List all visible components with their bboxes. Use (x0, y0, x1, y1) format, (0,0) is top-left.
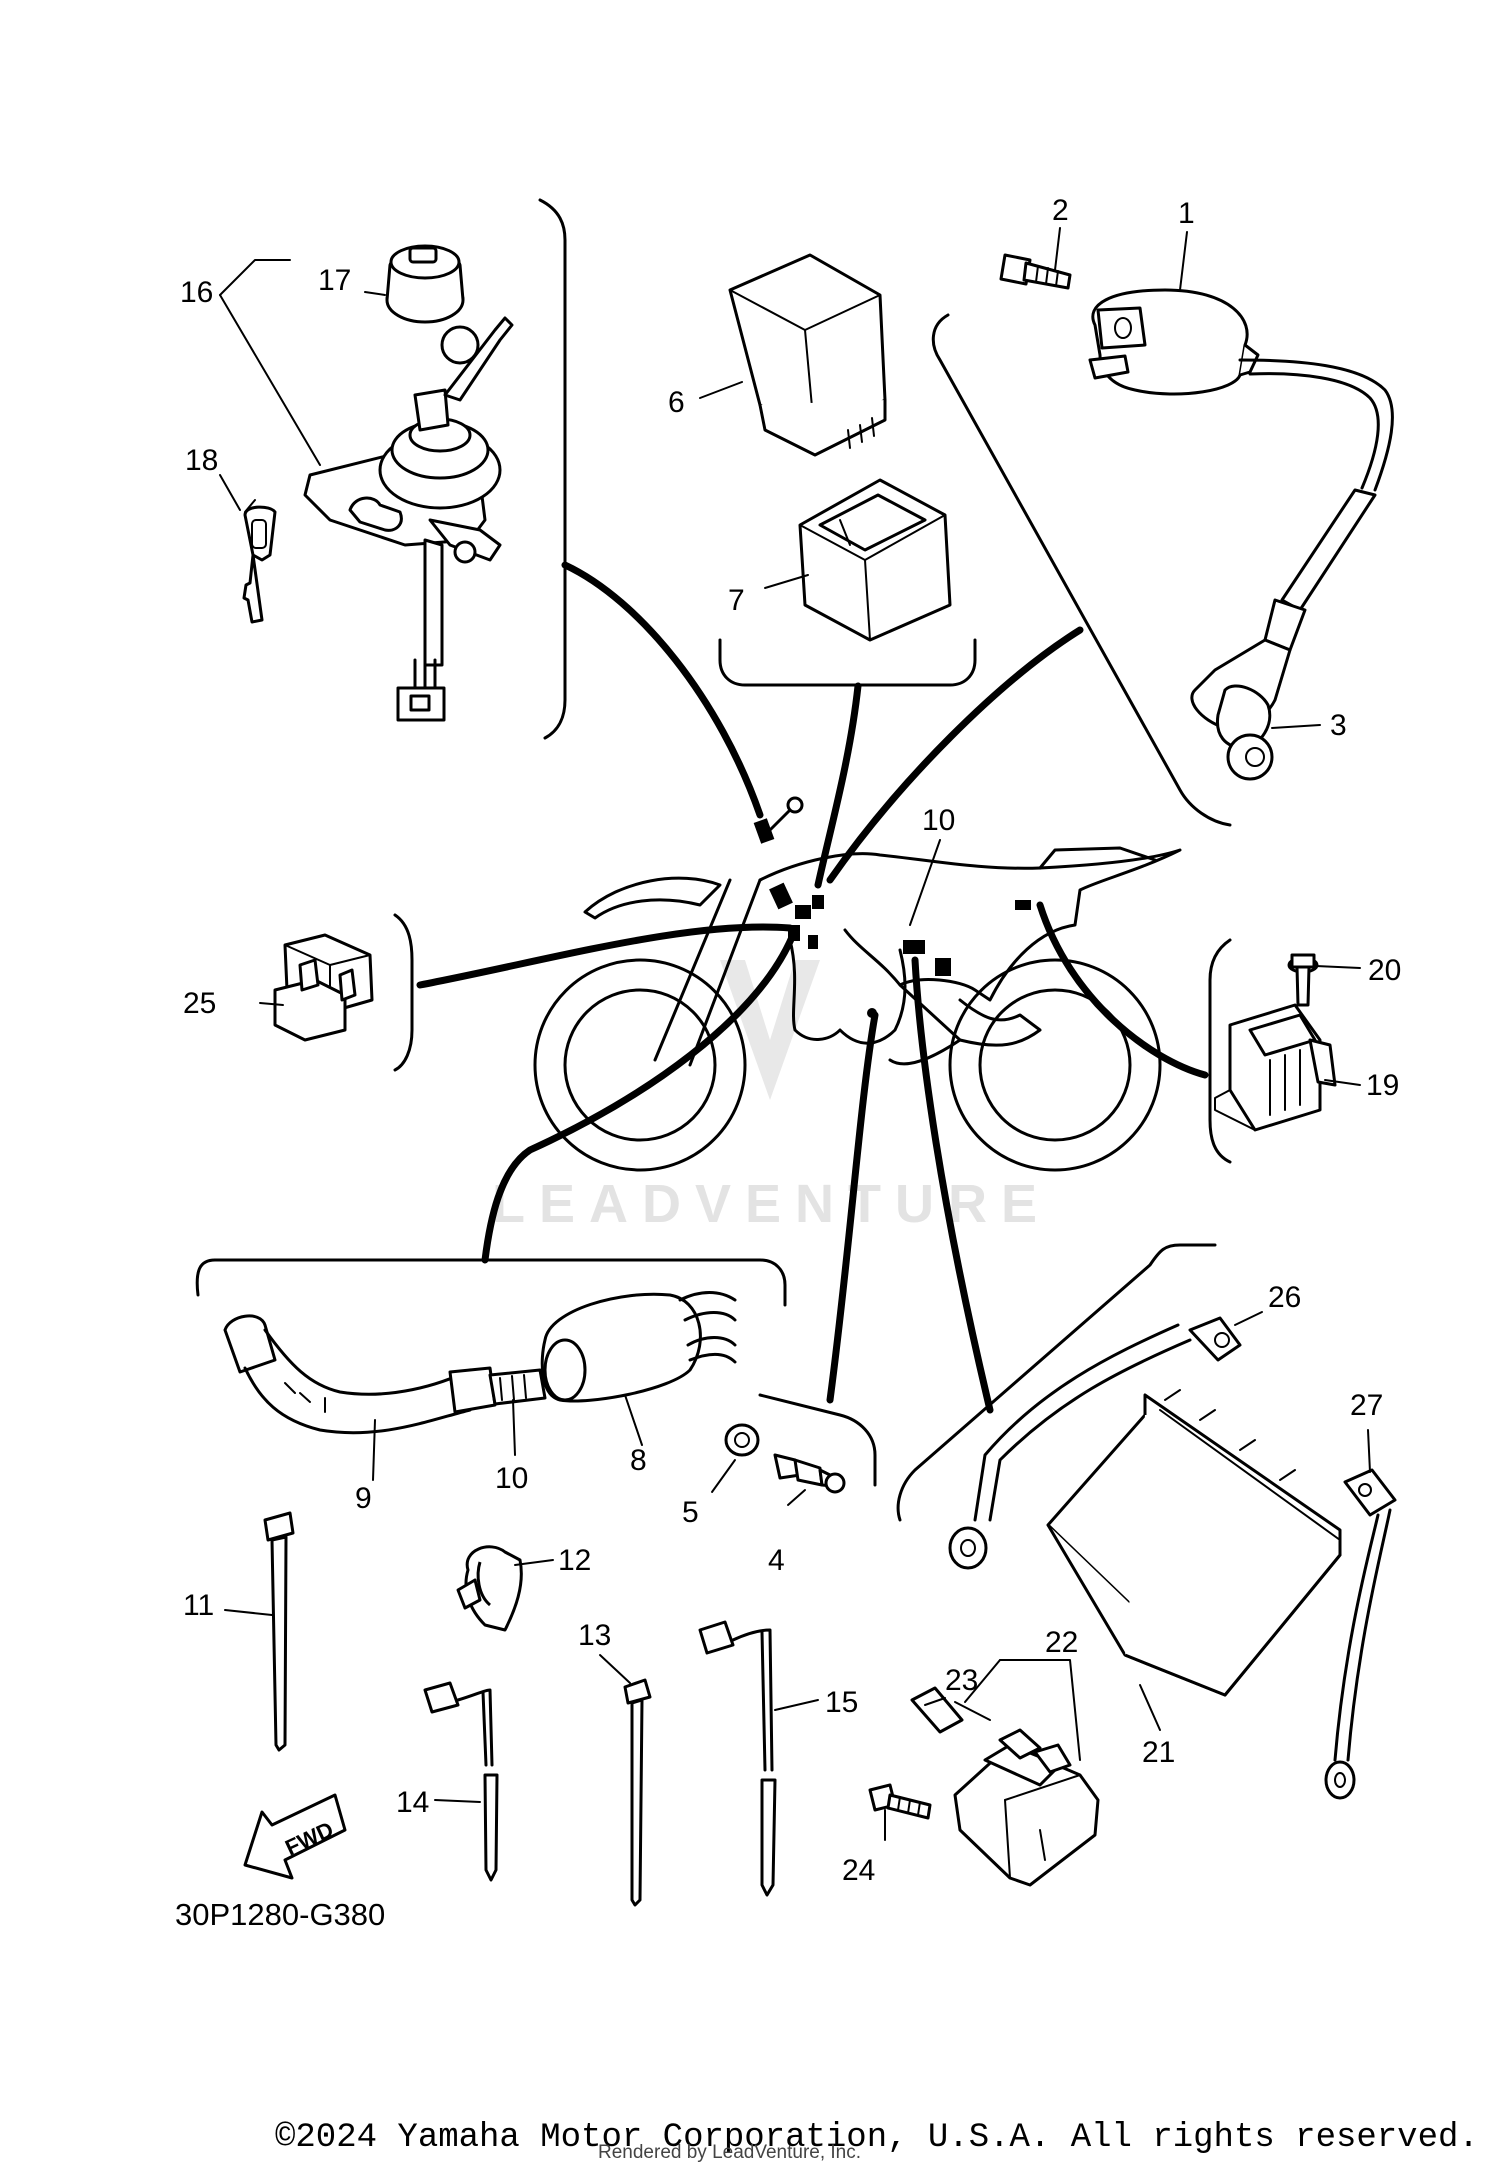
neutral-switch-washer (724, 1423, 760, 1457)
callout-17: 17 (318, 264, 351, 297)
callout-26: 26 (1268, 1281, 1301, 1314)
regulator-bolt (1287, 953, 1319, 1007)
ignition-coil-bolt (999, 253, 1072, 290)
wire-harness-leader-lines (416, 561, 1209, 1414)
battery-lead-26 (948, 1316, 1242, 1570)
spark-plug-cap (1190, 598, 1307, 781)
callout-4: 4 (768, 1544, 785, 1577)
callout-6: 6 (668, 386, 685, 419)
callout-11: 11 (183, 1589, 214, 1622)
callout-16: 16 (180, 276, 213, 309)
callout-9: 9 (355, 1482, 372, 1515)
group-brackets (195, 198, 1232, 1522)
neutral-switch (773, 1453, 846, 1494)
diagram-code: 30P1280-G380 (175, 1897, 385, 1932)
callout-23: 23 (945, 1664, 978, 1697)
wire-harness-detail (223, 1291, 737, 1435)
callout-leaders (224, 227, 1371, 1841)
watermark-text: LEADVENTURE (492, 1174, 1051, 1234)
connector-25 (273, 933, 374, 1042)
callout-15: 15 (825, 1686, 858, 1719)
clamp-12 (456, 1545, 523, 1632)
callout-13: 13 (578, 1619, 611, 1652)
callout-5: 5 (682, 1496, 699, 1529)
copyright-text: ©2024 Yamaha Motor Corporation, U.S.A. A… (275, 2119, 1479, 2157)
band-14 (423, 1681, 499, 1882)
callout-14: 14 (396, 1786, 429, 1819)
main-switch-assembly (303, 316, 514, 722)
battery (1046, 1389, 1342, 1697)
ignition-coil (1088, 288, 1394, 612)
starter-relay (953, 1728, 1100, 1887)
callout-19: 19 (1366, 1069, 1399, 1102)
callout-12: 12 (558, 1544, 591, 1577)
battery-lead-27 (1324, 1468, 1397, 1800)
relay-clip-23 (910, 1686, 964, 1734)
cable-tie-11 (263, 1511, 295, 1752)
motorcycle-outline (533, 796, 1182, 1172)
callout-24: 24 (842, 1854, 875, 1887)
callout-10-bike: 10 (922, 804, 955, 837)
callout-3: 3 (1330, 709, 1347, 742)
relay-cover (798, 478, 952, 642)
main-switch-cap (385, 244, 465, 324)
callout-7: 7 (728, 584, 745, 617)
callout-21: 21 (1142, 1736, 1175, 1769)
callout-8: 8 (630, 1444, 647, 1477)
relay-unit (728, 253, 887, 457)
callout-labels: 1 2 3 4 5 6 7 8 9 10 10 11 12 13 14 15 1… (180, 194, 1401, 1887)
callout-27: 27 (1350, 1389, 1383, 1422)
callout-2: 2 (1052, 194, 1069, 227)
ignition-key (242, 505, 277, 624)
relay-bolt-24 (868, 1783, 932, 1820)
band-15 (698, 1620, 777, 1897)
fwd-arrow-icon: FWD (243, 1793, 347, 1880)
rectifier-regulator (1214, 1003, 1337, 1132)
callout-25: 25 (183, 987, 216, 1020)
cable-tie-13 (623, 1678, 652, 1907)
callout-22: 22 (1045, 1626, 1078, 1659)
callout-1: 1 (1178, 197, 1195, 230)
callout-20: 20 (1368, 954, 1401, 987)
rendered-by-text: Rendered by LeadVenture, Inc. (598, 2142, 861, 2163)
callout-10-harness: 10 (495, 1462, 528, 1495)
callout-18: 18 (185, 444, 218, 477)
